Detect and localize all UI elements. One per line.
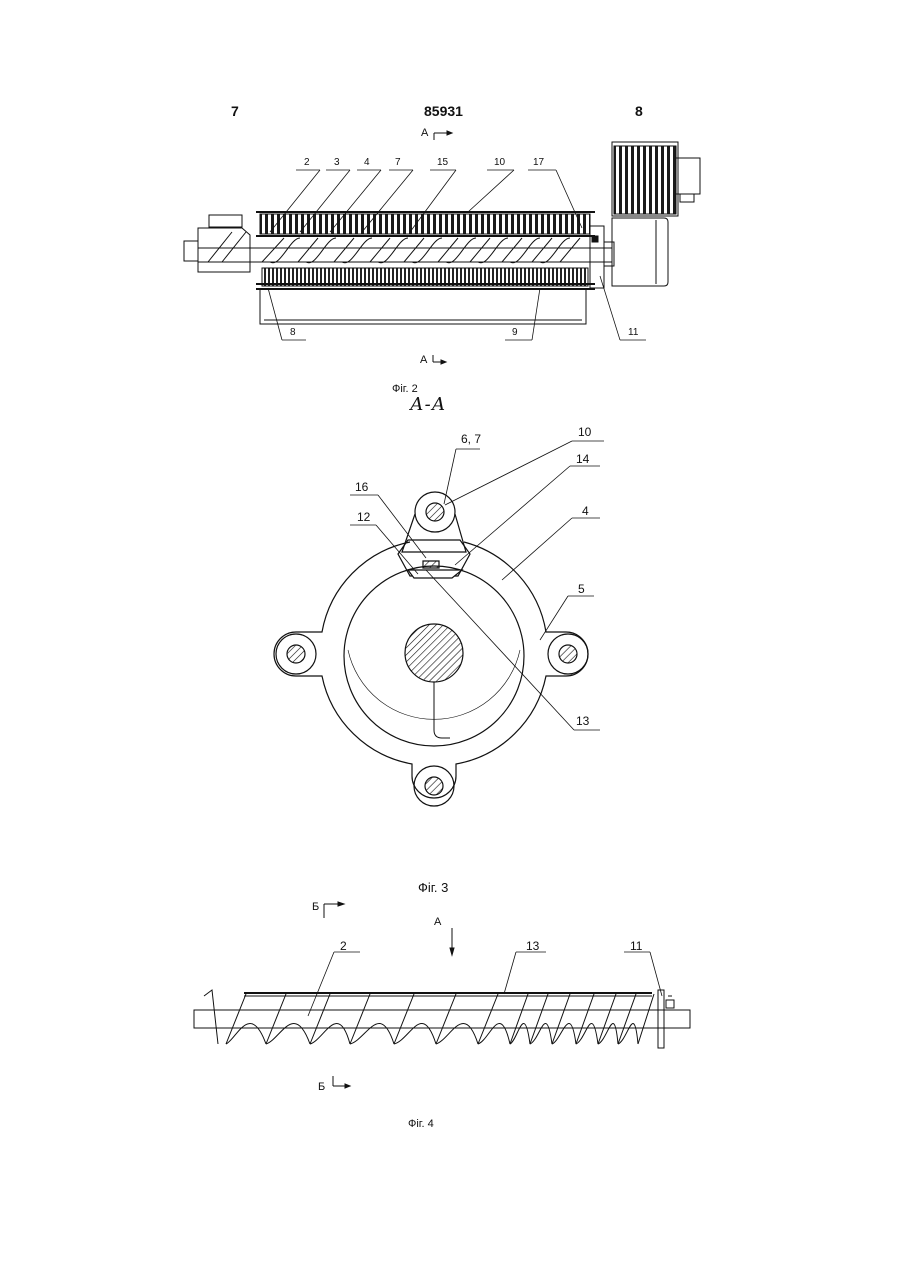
top-coil-band [260,214,590,234]
blade-12 [423,561,439,568]
fig4-drawing [194,902,690,1088]
fig3-leaders [350,441,604,730]
fig3-caption: Фіг. 3 [418,880,448,895]
fig4-view-mark: А [434,916,441,928]
fig3-drawing [274,441,604,806]
rod-6-7 [426,503,444,521]
fig3-label-14: 14 [576,452,589,466]
fig3-label-4: 4 [582,504,589,518]
fig2-label-10: 10 [494,157,505,168]
fig4-label-2: 2 [340,939,347,953]
inlet-hopper [184,215,250,272]
fig2-label-8: 8 [290,327,296,338]
gear-motor [612,142,700,286]
shaft [405,624,463,682]
fig3-label-5: 5 [578,582,585,596]
fig4-shaft [194,1010,690,1028]
fig4-end-plate [658,990,664,1048]
fig2-section-mark-bottom: А [420,354,427,366]
fig2-label-15: 15 [437,157,448,168]
view-arrow-a [450,928,454,955]
fig2-label-3: 3 [334,157,340,168]
fig3-label-13: 13 [576,714,589,728]
fig2-label-2: 2 [304,157,310,168]
fig3-label-12: 12 [357,510,370,524]
section-arrow-b-top [324,902,344,918]
fig4-leaders [308,952,662,1016]
fig4-label-11: 11 [630,939,642,953]
fig3-section-title: А-А [410,394,446,415]
fig4-caption: Фіг. 4 [408,1118,434,1130]
fig2-leaders [268,170,646,340]
fig2-label-7: 7 [395,157,401,168]
fig2-label-11: 11 [628,327,638,338]
fig2-label-4: 4 [364,157,370,168]
fig2-label-17: 17 [533,157,544,168]
fig4-screw-flights [204,990,654,1044]
section-arrow-b-bottom [333,1076,350,1088]
fig3-label-10: 10 [578,425,591,439]
section-arrow-top [434,131,452,140]
fig2-label-9: 9 [512,327,518,338]
fig4-section-mark-top: Б [312,901,319,913]
fig4-label-13: 13 [526,939,539,953]
fig2-section-mark-top: А [421,127,428,139]
section-arrow-bottom [433,355,446,364]
fig4-section-mark-bottom: Б [318,1081,325,1093]
fig3-label-16: 16 [355,480,368,494]
fig3-label-6-7: 6, 7 [461,432,481,446]
